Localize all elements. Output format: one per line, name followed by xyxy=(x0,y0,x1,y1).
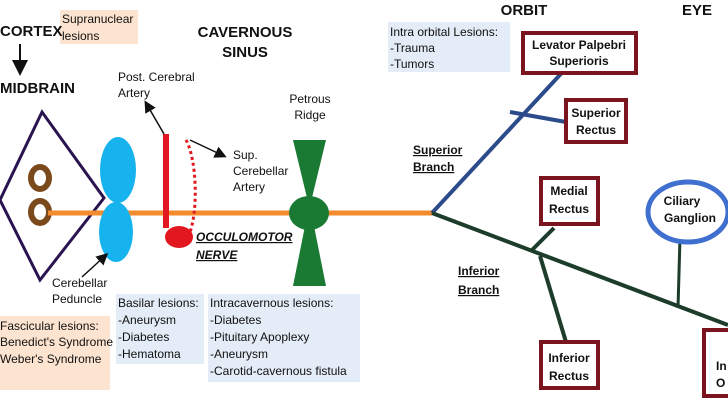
intracavernous-line-2: -Diabetes xyxy=(210,313,261,327)
header-orbit: ORBIT xyxy=(501,2,548,19)
supranuclear-line-2: lesions xyxy=(62,29,99,43)
inferior-rectus-box xyxy=(539,340,600,390)
inferior-rectus-line-1: Inferior xyxy=(548,351,590,365)
ciliary-line-1: Ciliary xyxy=(664,194,701,208)
inferior-oblique-line-1: In xyxy=(716,359,727,373)
ciliary-line-2: Ganglion xyxy=(664,211,716,225)
fascicular-line-3: Weber's Syndrome xyxy=(0,352,102,366)
medial-rectus-box xyxy=(539,176,600,226)
header-sinus: SINUS xyxy=(222,44,268,61)
cerebral-peduncle-upper xyxy=(100,137,136,203)
supranuclear-line-1: Supranuclear xyxy=(62,12,133,26)
midbrain-diamond xyxy=(0,109,106,283)
superior-branch-line xyxy=(430,62,572,215)
occulomotor-line-2: NERVE xyxy=(196,248,238,262)
header-cortex: CORTEX xyxy=(0,23,63,40)
inferior-branch-line-1: Inferior xyxy=(458,264,500,278)
basilar-line-3: -Diabetes xyxy=(118,330,169,344)
fascicular-line-1: Fascicular lesions: xyxy=(0,319,99,333)
fascicular-line-2: Benedict's Syndrome xyxy=(0,335,113,349)
header-cavernous: CAVERNOUS xyxy=(198,24,293,41)
basilar-line-2: -Aneurysm xyxy=(118,313,176,327)
header-eye: EYE xyxy=(682,2,712,19)
sup-cerebellar-line-1: Sup. xyxy=(233,148,258,162)
superior-branch-line-2: Branch xyxy=(413,160,454,174)
supranuclear-note-bg xyxy=(60,10,138,44)
superior-rectus-box xyxy=(564,98,628,144)
cerebellar-peduncle-line-1: Cerebellar xyxy=(52,276,107,290)
medial-rectus-line-2: Rectus xyxy=(549,202,589,216)
nucleus-lower xyxy=(28,198,52,226)
ciliary-branch xyxy=(676,237,682,309)
fascicular-note-bg xyxy=(0,316,110,390)
post-cerebral-line-1: Post. Cerebral xyxy=(118,70,195,84)
intracavernous-line-1: Intracavernous lesions: xyxy=(210,296,333,310)
superior-branch-line-1: Superior xyxy=(413,143,463,157)
intraorbital-line-3: -Tumors xyxy=(390,57,434,71)
superior-rectus-line-1: Superior xyxy=(571,106,621,120)
ciliary-ganglion xyxy=(645,179,728,245)
intracavernous-note-bg xyxy=(208,294,360,382)
inferior-rectus-line-2: Rectus xyxy=(549,369,589,383)
superior-rectus-branch xyxy=(509,110,567,124)
post-cerebral-line-2: Artery xyxy=(118,86,150,100)
levator-line-1: Levator Palpebri xyxy=(532,38,626,52)
medial-rectus-line-1: Medial xyxy=(550,184,587,198)
sup-cerebellar-pointer xyxy=(189,139,227,158)
intraorbital-line-1: Intra orbital Lesions: xyxy=(390,25,498,39)
sup-cerebellar-line-3: Artery xyxy=(233,180,265,194)
intraorbital-line-2: -Trauma xyxy=(390,41,435,55)
petrous-ridge-node xyxy=(289,196,329,230)
superior-rectus-line-2: Rectus xyxy=(576,123,616,137)
levator-palpebri-box xyxy=(521,31,638,75)
inferior-branch-line-2: Branch xyxy=(458,283,499,297)
cerebellar-peduncle-line-2: Peduncle xyxy=(52,292,102,306)
intracavernous-line-4: -Aneurysm xyxy=(210,347,268,361)
inferior-oblique-box xyxy=(702,328,728,398)
levator-line-2: Superioris xyxy=(549,54,609,68)
inferior-oblique-line-2: O xyxy=(716,376,725,390)
intracavernous-line-5: -Carotid-cavernous fistula xyxy=(210,364,347,378)
petrous-line-2: Ridge xyxy=(294,108,326,122)
basilar-line-1: Basilar lesions: xyxy=(118,296,199,310)
intracavernous-line-3: -Pituitary Apoplexy xyxy=(210,330,309,344)
sup-cerebellar-line-2: Cerebellar xyxy=(233,164,288,178)
basilar-line-4: -Hematoma xyxy=(118,347,181,361)
inferior-rectus-branch xyxy=(538,255,568,343)
petrous-line-1: Petrous xyxy=(289,92,330,106)
intraorbital-note-bg xyxy=(388,22,510,72)
peduncle-pointer xyxy=(81,252,109,278)
medial-rectus-branch xyxy=(530,226,556,252)
cerebral-peduncle-lower xyxy=(99,202,133,262)
superior-cerebellar-artery xyxy=(184,139,197,233)
nucleus-upper xyxy=(28,164,52,192)
basilar-note-bg xyxy=(116,294,204,364)
post-cerebral-pointer xyxy=(144,100,165,135)
occulomotor-line-1: OCCULOMOTOR xyxy=(196,230,293,244)
header-midbrain: MIDBRAIN xyxy=(0,80,75,97)
artery-bulb xyxy=(165,226,193,248)
